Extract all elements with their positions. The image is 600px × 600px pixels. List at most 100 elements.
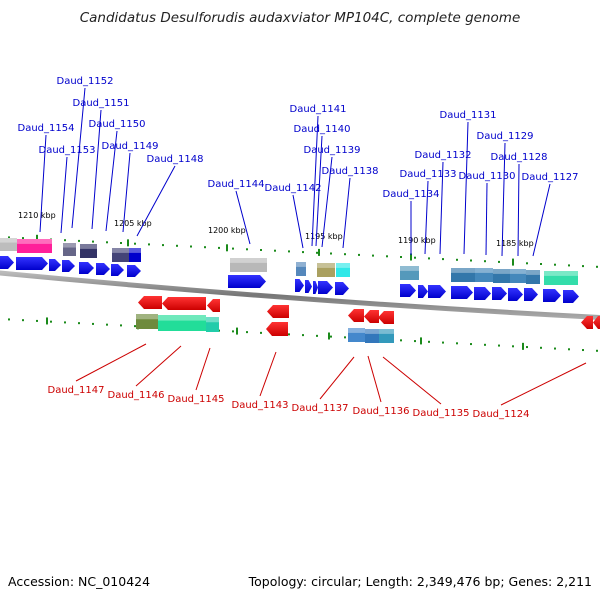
cog-category-box [510,269,526,283]
tick-dot [50,320,52,323]
cog-box-highlight [336,263,350,268]
forward-leader-line [39,134,47,233]
tick-dot [470,343,472,346]
tick-dot [442,341,444,344]
tick-dot [22,319,24,322]
tick-dot [568,264,570,267]
forward-gene-arrow [49,259,61,271]
cog-category-box [206,317,219,332]
forward-gene-label: Daud_1151 [73,98,130,109]
forward-gene-label: Daud_1150 [89,119,146,130]
cog-box-highlight [80,244,97,249]
cog-box-highlight [17,239,52,244]
cog-box-highlight [230,258,267,263]
forward-leader-line [292,194,304,249]
tick-dot [64,239,66,242]
major-tick [127,239,129,247]
reverse-gene-label: Daud_1147 [48,385,105,396]
accession-text: Accession: NC_010424 [8,574,151,589]
tick-dot [260,249,262,251]
cog-box-highlight [510,269,526,274]
tick-dot [554,347,556,350]
tick-dot [386,255,388,258]
forward-gene-arrow [16,257,48,270]
tick-dot [22,237,24,240]
reverse-leader-line [382,356,442,405]
cog-box-highlight [112,248,129,253]
major-tick [318,248,320,256]
tick-dot [442,258,444,261]
forward-gene-label: Daud_1127 [522,172,579,183]
tick-dot [232,247,234,250]
forward-gene-label: Daud_1129 [477,131,534,142]
tick-dot [232,330,234,333]
forward-gene-arrow [62,260,75,272]
cog-category-box [451,268,475,282]
tick-dot [302,334,304,337]
cog-category-box [136,314,158,329]
tick-dot [372,254,374,257]
forward-gene-arrow [96,263,110,275]
tick-dot [596,265,598,268]
cog-category-box [230,258,267,272]
forward-leader-line [463,121,469,255]
forward-gene-arrow [524,288,538,301]
forward-gene-arrow [400,284,416,297]
reverse-leader-line [195,347,211,391]
genome-title: Candidatus Desulforudis audaxviator MP10… [79,10,521,26]
genome-backbone [0,270,600,320]
reverse-gene-label: Daud_1145 [168,394,225,405]
tick-dot [106,241,108,244]
cog-category-box [526,270,540,284]
tick-dot [316,251,318,254]
tick-dot [582,265,584,268]
reverse-gene-arrow [138,296,162,309]
forward-gene-arrow [508,288,523,301]
tick-label: 1185 kbp [496,239,534,248]
cog-box-highlight [0,238,17,243]
genome-summary-text: Topology: circular; Length: 2,349,476 bp… [248,574,592,589]
forward-gene-arrow [295,279,304,292]
cog-box-highlight [493,269,510,274]
major-tick [236,327,238,335]
cog-category-box [379,329,394,343]
cog-box-highlight [158,315,206,321]
cog-box-highlight [544,271,578,276]
tick-dot [78,239,80,242]
tick-dot [162,244,164,247]
cog-box-highlight [526,270,540,275]
forward-gene-arrow [492,287,507,300]
tick-dot [120,324,122,327]
forward-gene-label: Daud_1140 [294,124,351,135]
tick-dot [344,336,346,339]
forward-leader-line [342,177,351,249]
forward-leader-line [60,156,68,234]
forward-gene-arrow [428,285,446,298]
tick-dot [596,349,598,352]
forward-gene-label: Daud_1133 [400,169,457,180]
reverse-leader-line [367,355,382,403]
tick-dot [330,335,332,338]
forward-gene-label: Daud_1134 [383,189,440,200]
reverse-gene-arrow [378,311,394,324]
reverse-gene-arrow [162,297,206,310]
forward-leader-line [517,163,520,257]
tick-dot [92,322,94,325]
tick-dot [554,263,556,266]
cog-box-highlight [317,263,335,268]
cog-category-box [0,238,17,251]
major-tick [46,317,48,325]
tick-dot [316,334,318,337]
tick-dot [400,339,402,342]
forward-gene-arrow [335,282,349,295]
forward-gene-label: Daud_1152 [57,76,114,87]
reverse-gene-arrow [267,305,289,318]
forward-gene-arrow [451,286,473,299]
forward-gene-label: Daud_1139 [304,145,361,156]
tick-dot [358,253,360,256]
forward-leader-line [122,152,131,233]
major-tick [410,253,412,261]
cog-category-box [544,271,578,285]
major-tick [512,258,514,266]
